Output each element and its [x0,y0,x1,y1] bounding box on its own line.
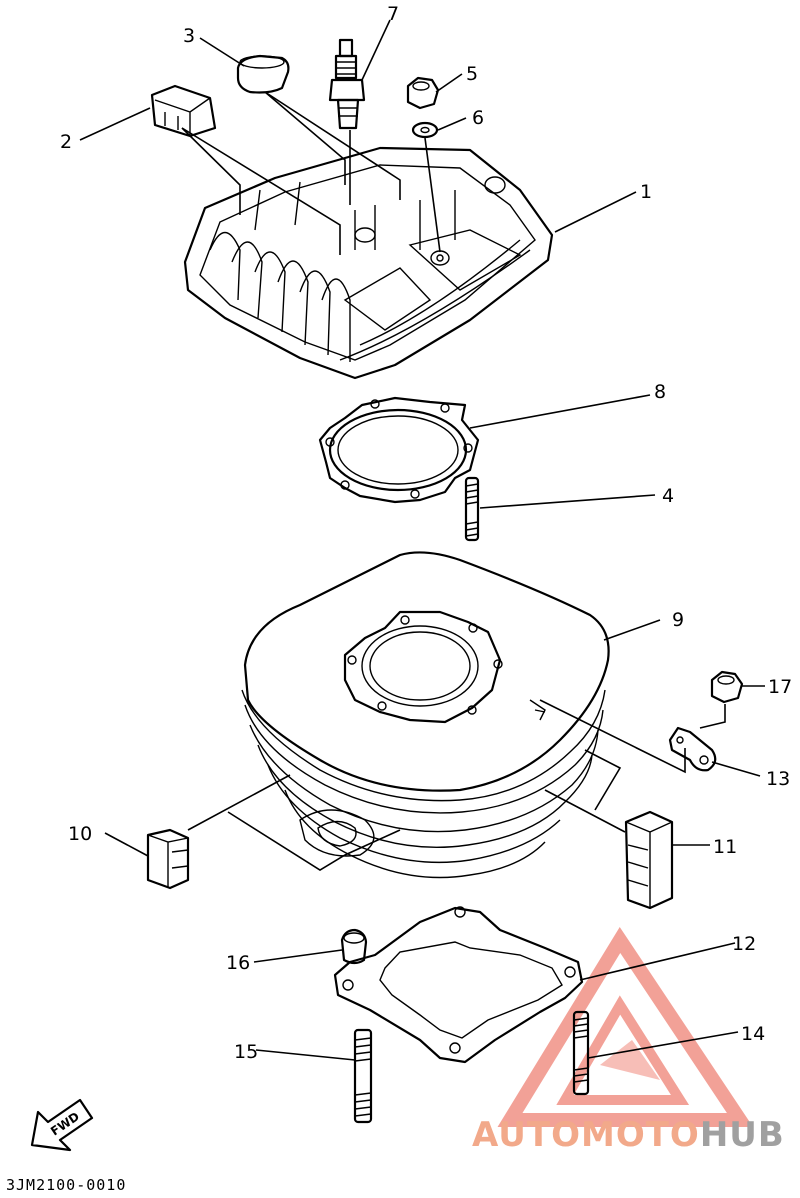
stud-part-4 [464,476,480,542]
callout-16: 16 [226,952,250,974]
callout-11: 11 [713,836,737,858]
cylinder-part-9 [241,551,610,879]
callout-1: 1 [640,181,652,203]
watermark-auto: AUTO [472,1115,581,1155]
cylinder-head [183,146,554,380]
callout-9: 9 [672,609,684,631]
spark-plug-part-7 [328,38,366,130]
head-gasket-part-8 [318,396,480,504]
dowel-part-16 [340,928,368,965]
washer-part-6 [411,121,439,139]
watermark-moto: MOTO [581,1115,700,1155]
cap-part-3 [236,54,290,94]
fwd-label: FWD [48,1109,82,1138]
stud-part-14 [572,1010,590,1096]
callout-3: 3 [183,25,195,47]
damper-part-10 [146,828,190,890]
callout-7: 7 [387,3,399,25]
clamp-part-13 [668,726,717,772]
callout-labels: 1 2 3 4 5 6 7 8 9 10 11 12 13 14 15 16 1… [60,3,792,1063]
stud-part-15 [353,1028,373,1124]
fwd-arrow-icon: FWD [30,1098,94,1152]
watermark-hub: HUB [700,1115,785,1155]
callout-10: 10 [68,823,92,845]
nut-part-5 [406,76,440,110]
callout-12: 12 [732,933,756,955]
callout-5: 5 [466,63,478,85]
callout-8: 8 [654,381,666,403]
callout-13: 13 [766,768,790,790]
watermark-logo [497,926,754,1127]
callout-6: 6 [472,107,484,129]
callout-14: 14 [741,1023,765,1045]
callout-4: 4 [662,485,674,507]
callout-17: 17 [768,676,792,698]
damper-part-11 [624,810,674,910]
leader-lines [79,19,765,1061]
callout-2: 2 [60,131,72,153]
nut-part-17 [710,670,744,704]
diagram-code: 3JM2100-0010 [6,1176,126,1194]
watermark-text: AUTOMOTOHUB [472,1115,785,1155]
callout-15: 15 [234,1041,258,1063]
base-gasket-part-12 [333,906,584,1064]
